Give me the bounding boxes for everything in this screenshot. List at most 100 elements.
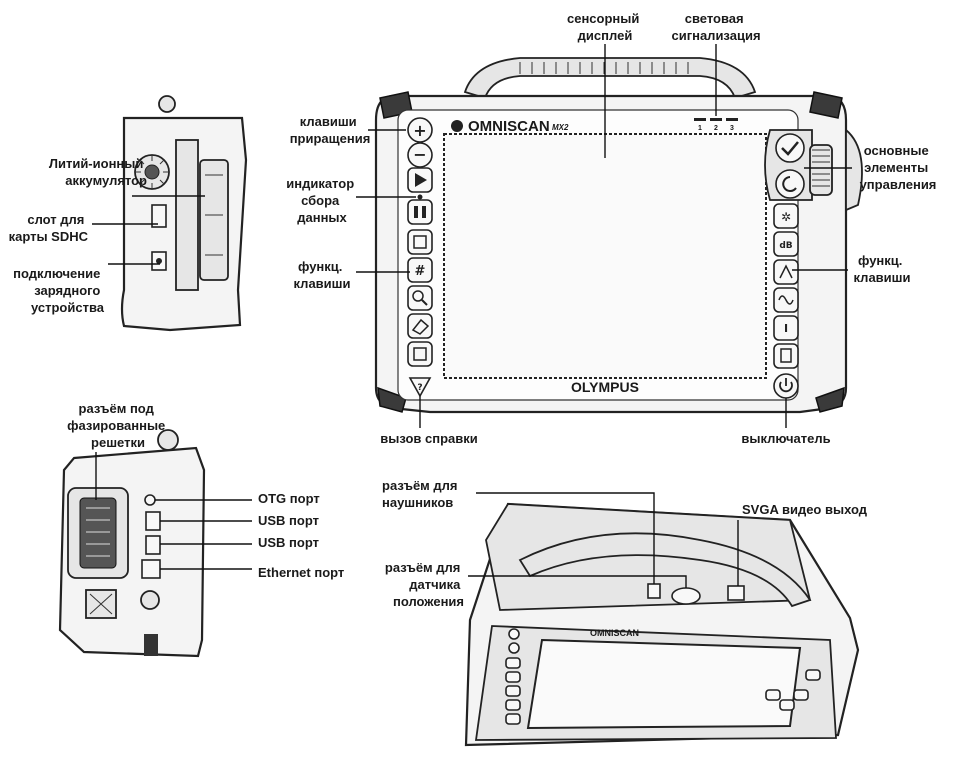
- omniscan-logo-icon: [451, 120, 463, 132]
- label-usb-port-2: USB порт: [258, 535, 319, 550]
- pause-button[interactable]: [407, 199, 433, 225]
- side-view-ports: [58, 429, 206, 658]
- label-main-controls: основные элементы управления: [860, 143, 937, 192]
- label-function-keys-right: функц. клавиши: [854, 253, 911, 285]
- label-otg-port: OTG порт: [258, 491, 320, 506]
- side-knob: [158, 95, 176, 113]
- acquisition-indicator-led: [417, 194, 423, 200]
- accept-button[interactable]: [775, 133, 805, 163]
- wave-icon: [778, 295, 794, 305]
- label-increment-keys: клавиши приращения: [290, 114, 371, 146]
- otg-port[interactable]: [144, 494, 156, 506]
- label-help-key: вызов справки: [380, 431, 478, 446]
- sdhc-slot[interactable]: [151, 204, 167, 228]
- ethernet-port[interactable]: [141, 559, 161, 579]
- probe-icon: [779, 264, 793, 279]
- side-view-ports-labels: разъём под фазированные решетки OTG порт…: [67, 401, 344, 580]
- bumper-top-right: [809, 91, 843, 119]
- perspective-screen: [526, 638, 802, 730]
- perspective-left-keys: [505, 628, 521, 725]
- bumper-bottom-left: [377, 386, 407, 413]
- battery-dial-icon: [134, 154, 170, 190]
- side-view-left-labels: Литий-ионный аккумулятор слот для карты …: [9, 156, 205, 315]
- increment-plus-button[interactable]: +: [407, 117, 433, 143]
- label-acquisition-indicator: индикатор сбора данных: [286, 176, 358, 225]
- side-strap-bar: [175, 139, 199, 291]
- side-view-left: [120, 95, 248, 332]
- side-strap: [845, 128, 863, 212]
- label-svga-output: SVGA видео выход: [742, 502, 868, 517]
- function-key-1[interactable]: [407, 229, 433, 255]
- right-function-key-6[interactable]: [773, 343, 799, 369]
- usb-port-1[interactable]: [145, 511, 161, 531]
- scroll-knob[interactable]: [809, 144, 833, 196]
- led-number-1: 1: [698, 125, 702, 132]
- omniscan-logo: OMNISCAN: [468, 118, 550, 135]
- zoom-icon: [412, 290, 428, 306]
- power-button[interactable]: [773, 373, 799, 399]
- square-icon: [413, 235, 427, 249]
- function-key-4[interactable]: [407, 313, 433, 339]
- eraser-icon: [411, 318, 430, 335]
- play-button[interactable]: [407, 167, 433, 193]
- undo-icon: [782, 176, 797, 192]
- gear-icon: ✲: [781, 210, 791, 224]
- left-key-column: + − #: [407, 117, 433, 398]
- right-function-key-5[interactable]: I: [773, 315, 799, 341]
- front-labels: сенсорный дисплей световая сигнализация …: [286, 11, 936, 446]
- handle-grip: [519, 62, 689, 74]
- led-3: [726, 118, 738, 121]
- cancel-button[interactable]: [775, 169, 805, 199]
- carry-handle: [463, 57, 757, 100]
- play-icon: [415, 173, 427, 187]
- label-touch-display: сенсорный дисплей: [567, 11, 643, 43]
- led-number-2: 2: [714, 125, 718, 132]
- plus-icon: +: [413, 121, 426, 140]
- increment-minus-button[interactable]: −: [407, 142, 433, 168]
- label-charger-connection: подключение зарядного устройства: [13, 266, 105, 315]
- right-function-key-3[interactable]: [773, 259, 799, 285]
- label-usb-port-1: USB порт: [258, 513, 319, 528]
- right-key-column: ✲ dB I: [764, 129, 833, 399]
- position-sensor-connector[interactable]: [671, 587, 701, 605]
- gate-icon: I: [784, 322, 788, 335]
- hash-icon: #: [415, 264, 426, 279]
- pause-icon: [414, 206, 426, 218]
- model-name: MX2: [552, 123, 569, 132]
- front-view: OMNISCAN MX2 1 2 3 OLYMPUS + −: [374, 57, 863, 414]
- function-key-3[interactable]: [407, 285, 433, 311]
- function-key-2[interactable]: #: [407, 257, 433, 283]
- db-icon: dB: [779, 241, 792, 251]
- label-position-sensor-connector: разъём для датчика положения: [385, 560, 464, 609]
- label-headphone-connector: разъём для наушников: [382, 478, 461, 510]
- save-icon: [413, 347, 427, 361]
- svga-output[interactable]: [727, 585, 745, 601]
- label-power-switch: выключатель: [741, 431, 830, 446]
- power-icon: [779, 378, 793, 393]
- label-function-keys-left: функц. клавиши: [294, 259, 351, 291]
- usb-port-2[interactable]: [145, 535, 161, 555]
- help-button[interactable]: ?: [408, 377, 432, 398]
- perspective-view: OMNISCAN: [464, 502, 860, 747]
- function-key-5[interactable]: [407, 341, 433, 367]
- check-icon: [781, 141, 799, 156]
- minus-icon: −: [413, 145, 426, 164]
- headphone-connector[interactable]: [647, 583, 661, 599]
- right-function-key-1[interactable]: ✲: [773, 203, 799, 229]
- right-function-key-4[interactable]: [773, 287, 799, 313]
- right-function-key-2[interactable]: dB: [773, 231, 799, 257]
- label-sdhc-slot: слот для карты SDHC: [9, 212, 89, 244]
- bumper-bottom-right: [815, 386, 845, 413]
- label-indicator-lights: световая сигнализация: [671, 11, 760, 43]
- brand-name: OLYMPUS: [571, 379, 639, 395]
- label-battery: Литий-ионный аккумулятор: [49, 156, 147, 188]
- led-1: [694, 118, 706, 121]
- touch-screen[interactable]: [443, 133, 767, 379]
- file-icon: [780, 348, 792, 363]
- perspective-right-keys: [765, 669, 821, 711]
- led-2: [710, 118, 722, 121]
- perspective-top: [485, 503, 812, 611]
- perspective-labels: разъём для наушников SVGA видео выход ра…: [382, 478, 868, 609]
- label-phased-array-connector: разъём под фазированные решетки: [67, 401, 169, 450]
